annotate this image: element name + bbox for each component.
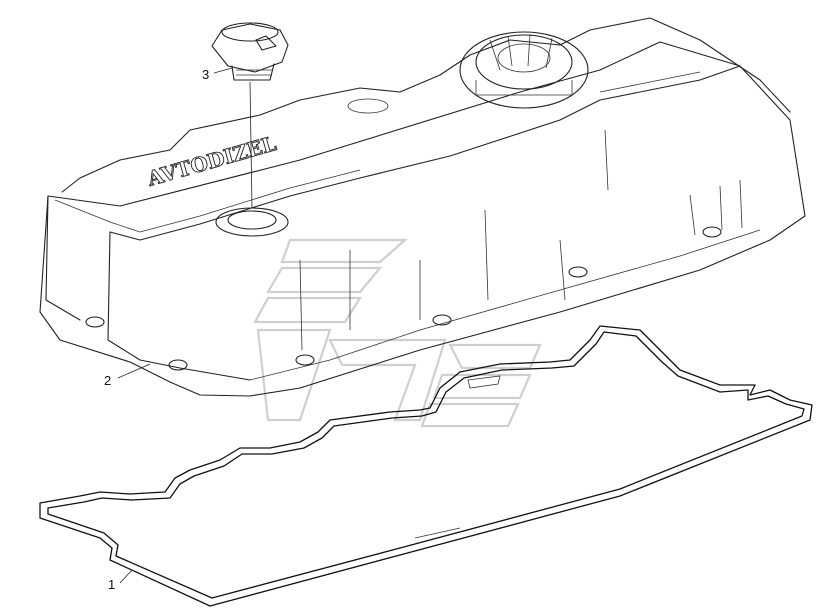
svg-text:AVTODIZEL: AVTODIZEL [144, 131, 279, 191]
callout-3: 3 [202, 67, 210, 82]
leader-lines [117, 67, 253, 584]
oil-filler-cap [211, 22, 289, 81]
valve-cover [39, 17, 806, 397]
callout-2: 2 [104, 373, 112, 388]
callout-1: 1 [108, 577, 116, 592]
watermark-logo [253, 238, 542, 428]
cover-gasket [39, 325, 813, 607]
